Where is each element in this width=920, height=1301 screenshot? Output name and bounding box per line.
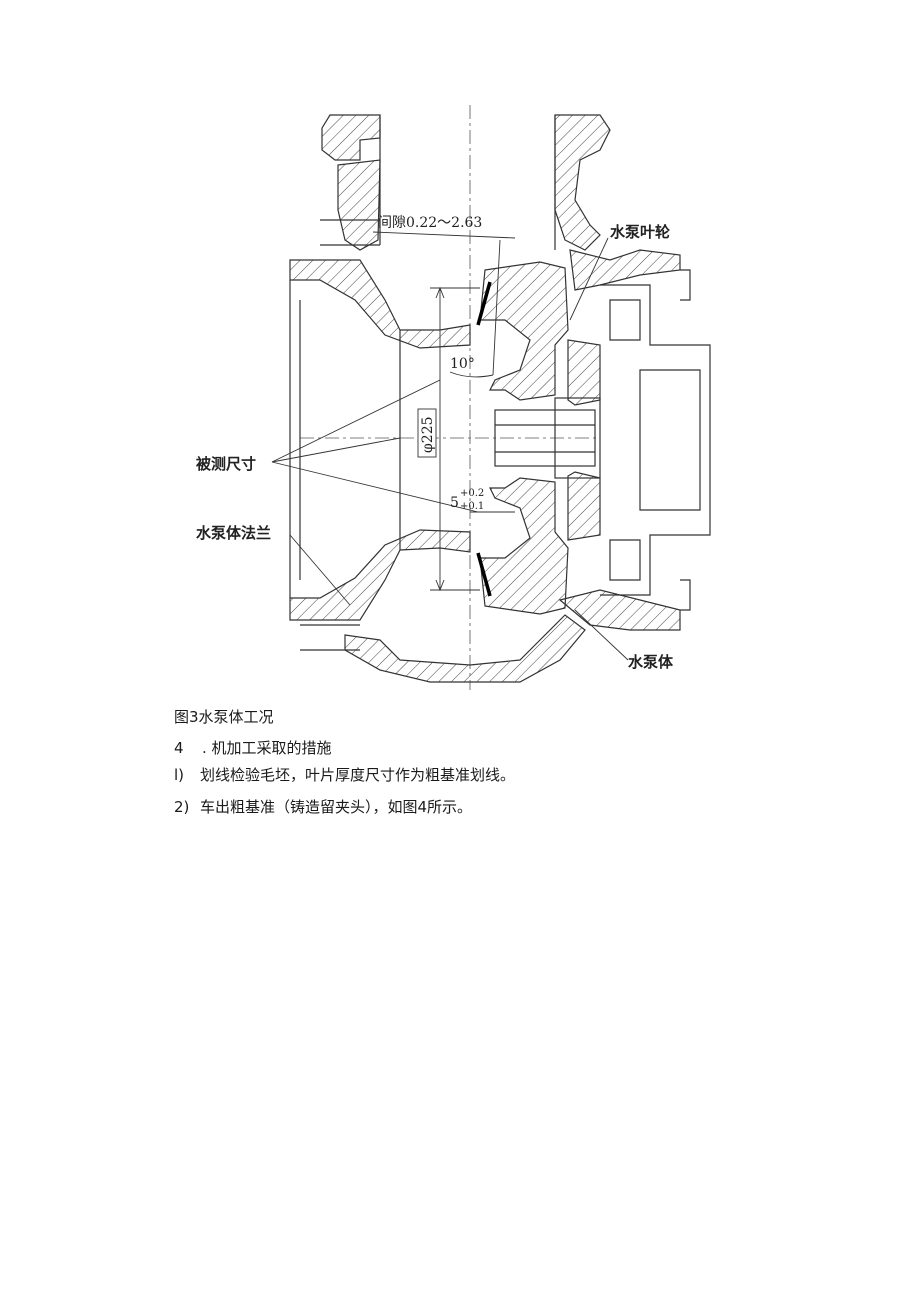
list-item-text: 车出粗基准（铸造留夹头），如图4所示。: [200, 798, 473, 816]
figure-caption: 图3水泵体工况: [174, 708, 274, 726]
diameter-label: φ225: [420, 416, 436, 453]
list-item: 2) 车出粗基准（铸造留夹头），如图4所示。: [174, 797, 472, 817]
section-title: . 机加工采取的措施: [202, 739, 332, 757]
diameter-label-group: φ225: [417, 408, 437, 458]
centerlines: [300, 105, 600, 690]
gap-label: 间隙0.22～2.63: [378, 215, 482, 231]
list-item-number: l): [174, 766, 185, 784]
pump-body-label: 水泵体: [628, 653, 674, 671]
dimension-lines: [372, 231, 516, 592]
casing-outline: [289, 115, 711, 651]
list-item: l) 划线检验毛坯，叶片厚度尺寸作为粗基准划线。: [174, 765, 515, 785]
hub-outline: [494, 397, 601, 479]
section-heading: 4 . 机加工采取的措施: [174, 738, 332, 758]
list-item-number: 2): [174, 798, 190, 816]
flange-label: 水泵体法兰: [196, 524, 271, 542]
tolerance-lower: +0.1: [460, 501, 484, 512]
leader-lines: [271, 237, 629, 661]
thickness-label: 5: [450, 495, 459, 511]
pump-body-section-drawing: 间隙0.22～2.63 水泵叶轮 10° φ225 被测尺寸 5 +0.2 +0…: [196, 105, 711, 690]
angle-label: 10°: [450, 356, 475, 372]
tolerance-upper: +0.2: [460, 488, 484, 499]
clearance-strokes: [476, 281, 492, 597]
impeller-label: 水泵叶轮: [610, 223, 670, 241]
measured-dimension-label: 被测尺寸: [196, 455, 256, 473]
list-item-text: 划线检验毛坯，叶片厚度尺寸作为粗基准划线。: [200, 766, 516, 784]
section-number: 4: [174, 739, 184, 757]
impeller-section: [479, 261, 601, 615]
casing-section: [289, 114, 681, 683]
